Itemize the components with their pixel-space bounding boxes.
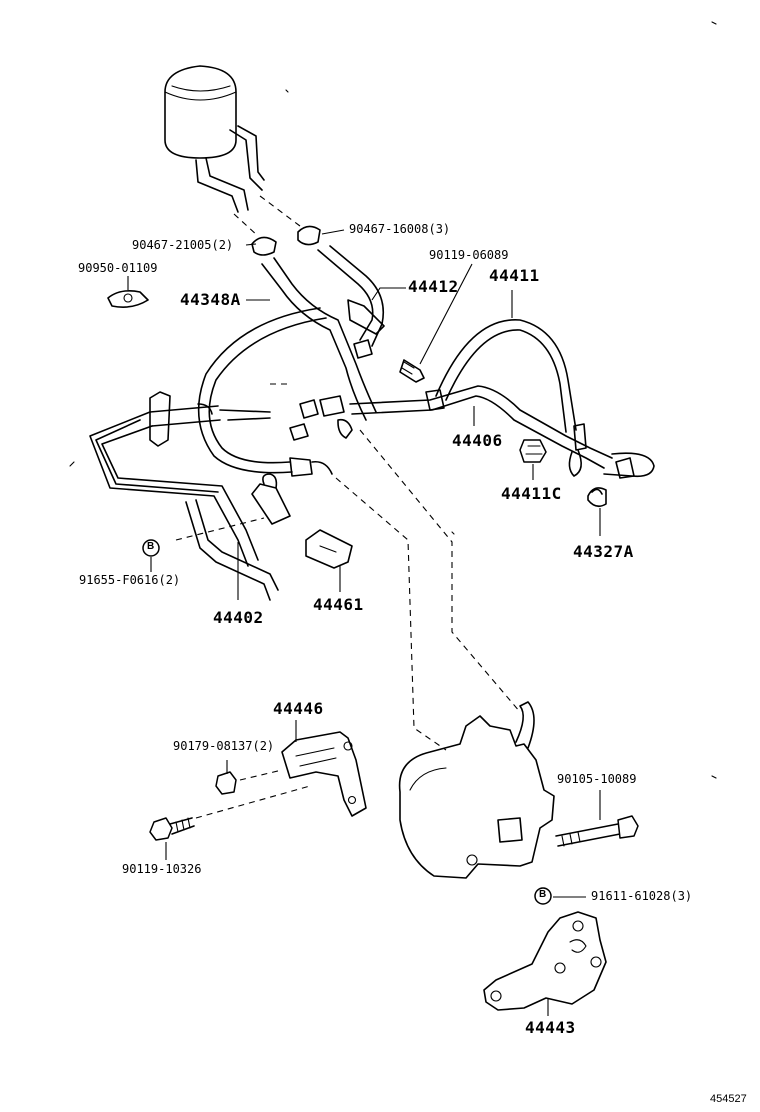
label-44446: 44446: [273, 699, 324, 718]
label-91655-F0616: 91655-F0616(2): [79, 573, 181, 587]
label-44411: 44411: [489, 266, 540, 285]
drawing-reference-number: 454527: [710, 1093, 747, 1105]
label-44412: 44412: [408, 277, 459, 296]
bolt-90105-10089: [555, 815, 639, 847]
label-91611-61028: 91611-61028(3): [591, 889, 693, 903]
bracket-44446: [281, 731, 367, 817]
label-90467-16008: 90467-16008(3): [349, 222, 451, 236]
label-90119-10326: 90119-10326: [122, 862, 202, 876]
label-44443: 44443: [525, 1018, 576, 1037]
clamp-90467-21005: [251, 236, 277, 256]
label-44327A: 44327A: [573, 542, 634, 561]
reservoir-tank: [164, 65, 265, 213]
leader-lines: [127, 229, 601, 1016]
bolt-90119-06089: [399, 359, 425, 383]
label-90467-21005: 90467-21005(2): [132, 238, 234, 252]
clip-90950-01109: [107, 290, 149, 308]
scan-specks: [69, 21, 717, 779]
clamp-90467-16008: [297, 225, 321, 246]
label-90105-10089: 90105-10089: [557, 772, 637, 786]
nut-marker-91655: B: [147, 541, 155, 552]
bolt-90119-10326: [149, 817, 195, 841]
union-bolt-44411C: [519, 439, 547, 463]
clamp-44327A: [587, 487, 607, 508]
power-steering-pump: [398, 701, 555, 879]
label-90119-06089: 90119-06089: [429, 248, 509, 262]
assembly-dashed-lines: [175, 195, 521, 819]
label-44402: 44402: [213, 608, 264, 627]
suction-hose-44348A: [261, 257, 377, 421]
nut-91655: [142, 539, 160, 557]
label-90179-08137: 90179-08137(2): [173, 739, 275, 753]
pressure-tube-44406: [219, 385, 655, 479]
nut-90179-08137: [215, 771, 237, 795]
nut-91611: [534, 887, 552, 905]
cushion-44461: [305, 529, 353, 569]
cooler-tube-44402: [89, 391, 291, 601]
pressure-hose-44411: [197, 307, 577, 477]
label-44461: 44461: [313, 595, 364, 614]
nut-marker-91611: B: [539, 889, 547, 900]
label-44411C: 44411C: [501, 484, 562, 503]
return-hose-44412: [317, 245, 385, 359]
label-44406: 44406: [452, 431, 503, 450]
bracket-44443: [483, 911, 607, 1011]
label-90950-01109: 90950-01109: [78, 261, 158, 275]
label-44348A: 44348A: [180, 290, 241, 309]
